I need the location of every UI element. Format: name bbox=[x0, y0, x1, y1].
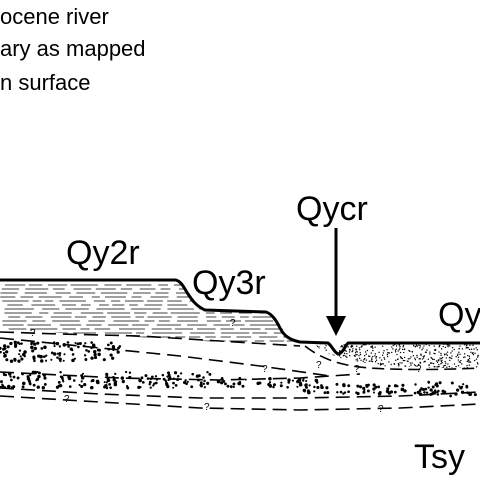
legend-line-1: ocene river bbox=[0, 4, 109, 29]
legend-line-2: ary as mapped bbox=[0, 36, 146, 61]
uncertain-mark: ? bbox=[30, 328, 36, 339]
terrace-fill-hatching bbox=[0, 284, 300, 342]
channel-base-contact bbox=[304, 345, 480, 371]
tsy-contact-3 bbox=[0, 387, 480, 399]
uncertain-mark: ? bbox=[204, 402, 210, 413]
legend-line-3: n surface bbox=[0, 70, 91, 95]
unit-label-qy: Qy bbox=[438, 296, 480, 334]
uncertain-mark: ? bbox=[230, 318, 236, 329]
unit-label-qy2r: Qy2r bbox=[66, 234, 140, 272]
uncertain-mark: ? bbox=[64, 394, 70, 405]
unit-label-qycr: Qycr bbox=[296, 190, 368, 228]
tsy-contact-1 bbox=[0, 337, 331, 377]
uncertain-mark: ? bbox=[262, 364, 268, 375]
channel-fill-stipple bbox=[315, 343, 480, 368]
tsy-contact-2 bbox=[0, 371, 361, 381]
uncertain-mark: ? bbox=[354, 364, 360, 375]
uncertain-mark: ? bbox=[316, 360, 322, 371]
terrace-base-contact bbox=[0, 331, 301, 347]
qycr-arrow-head bbox=[326, 316, 346, 336]
uncertain-mark: ? bbox=[378, 404, 384, 415]
unit-label-qy3r: Qy3r bbox=[192, 264, 266, 302]
uncertain-mark: ? bbox=[416, 364, 422, 375]
unit-label-tsy: Tsy bbox=[414, 438, 465, 476]
ground-surface-profile bbox=[0, 278, 480, 356]
